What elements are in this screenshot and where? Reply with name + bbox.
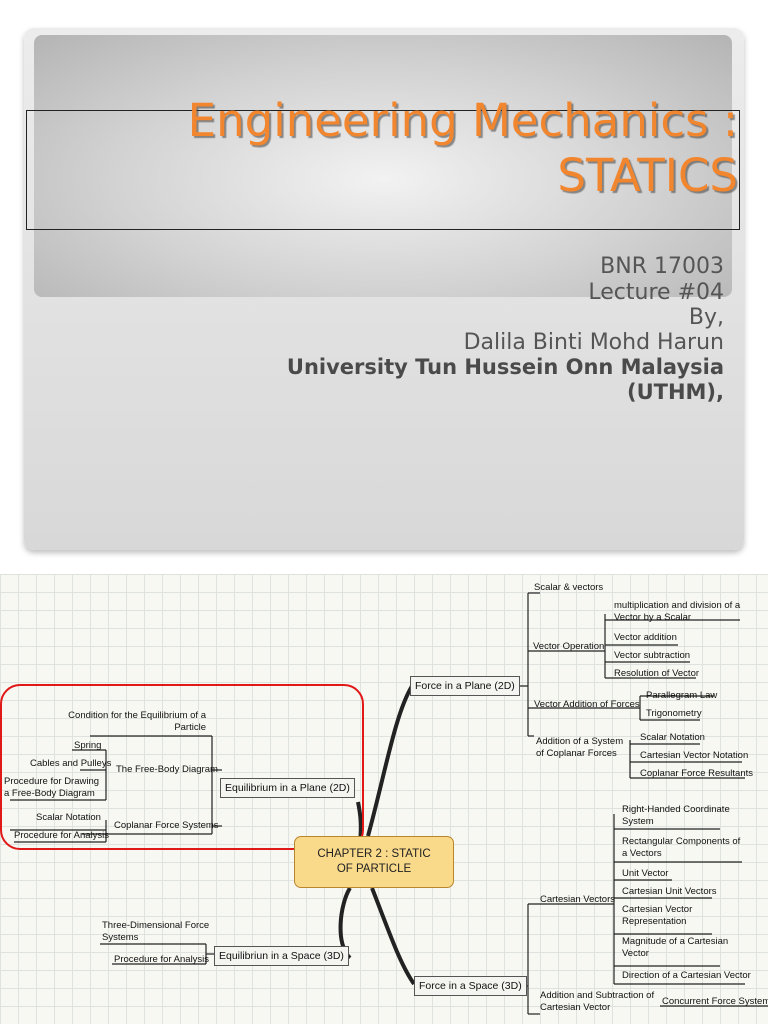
mult-div-label: multiplication and division of a Vector … xyxy=(614,600,741,623)
eq-plane-node: Equilibrium in a Plane (2D) xyxy=(220,778,355,798)
lecture-number: Lecture #04 xyxy=(588,280,724,305)
university-abbr: (UTHM), xyxy=(626,380,724,404)
procedure-analysis2-label: Procedure for Analysis xyxy=(114,954,210,965)
vector-operation-label: Vector Operation xyxy=(533,641,605,652)
eq-space-node: Equilibriun in a Space (3D) xyxy=(214,946,349,966)
unit-vector-label: Unit Vector xyxy=(622,868,669,879)
mind-map: Scalar & vectors multiplication and divi… xyxy=(0,574,768,1024)
force-space-node: Force in a Space (3D) xyxy=(414,976,527,996)
scalar-vectors-label: Scalar & vectors xyxy=(534,582,604,593)
resolution-label: Resolution of Vector xyxy=(614,668,700,679)
direction-label: Direction of a Cartesian Vector xyxy=(622,970,751,981)
parallelogram-label: Parallegram Law xyxy=(646,690,718,701)
condition-eq-label: Condition for the Equilibrium of a Parti… xyxy=(68,710,206,733)
cartesian-vectors-label: Cartesian Vectors xyxy=(540,894,615,905)
vector-add-forces-label: Vector Addition of Forces xyxy=(534,699,640,710)
coplanar-resultants-label: Coplanar Force Resultants xyxy=(640,768,753,779)
cartesian-unit-label: Cartesian Unit Vectors xyxy=(622,886,717,897)
scalar-notation2-label: Scalar Notation xyxy=(36,812,101,823)
course-code: BNR 17003 xyxy=(600,254,724,279)
title-slide xyxy=(24,28,744,550)
scalar-notation-label: Scalar Notation xyxy=(640,732,705,743)
central-topic: CHAPTER 2 : STATIC OF PARTICLE xyxy=(294,836,454,888)
concurrent-label: Concurrent Force Systems xyxy=(662,996,768,1007)
addition-subtraction-label: Addition and Subtraction of Cartesian Ve… xyxy=(540,990,655,1013)
force-plane-node: Force in a Plane (2D) xyxy=(410,676,520,696)
vector-addition-label: Vector addition xyxy=(614,632,677,643)
free-body-label: The Free-Body Diagram xyxy=(116,764,218,775)
cables-label: Cables and Pulleys xyxy=(30,758,112,769)
title-panel xyxy=(34,35,732,297)
vector-subtraction-label: Vector subtraction xyxy=(614,650,691,661)
title-frame xyxy=(26,110,740,230)
procedure-fbd-label: Procedure for Drawing a Free-Body Diagra… xyxy=(4,776,100,799)
highlight-circle xyxy=(0,684,364,850)
procedure-analysis-label: Procedure for Analysis xyxy=(14,830,110,841)
cartesian-repr-label: Cartesian Vector Representation xyxy=(622,904,693,927)
cartesian-notation-label: Cartesian Vector Notation xyxy=(640,750,749,761)
spring-label: Spring xyxy=(74,740,102,751)
three-dim-label: Three-Dimensional Force Systems xyxy=(102,920,210,943)
slide-title-line2: STATICS xyxy=(557,149,738,202)
rect-components-label: Rectangular Components of a Vectors xyxy=(622,836,741,859)
addition-system-label: Addition of a System of Coplanar Forces xyxy=(536,736,624,759)
by-label: By, xyxy=(688,305,724,330)
magnitude-label: Magnitude of a Cartesian Vector xyxy=(622,936,729,959)
university-name: University Tun Hussein Onn Malaysia xyxy=(286,355,724,379)
slide-title-line1: Engineering Mechanics : xyxy=(187,94,738,147)
right-handed-label: Right-Handed Coordinate System xyxy=(622,804,730,827)
author-name: Dalila Binti Mohd Harun xyxy=(463,330,724,355)
coplanar-systems-label: Coplanar Force Systems xyxy=(114,820,219,831)
trigonometry-label: Trigonometry xyxy=(646,708,702,719)
